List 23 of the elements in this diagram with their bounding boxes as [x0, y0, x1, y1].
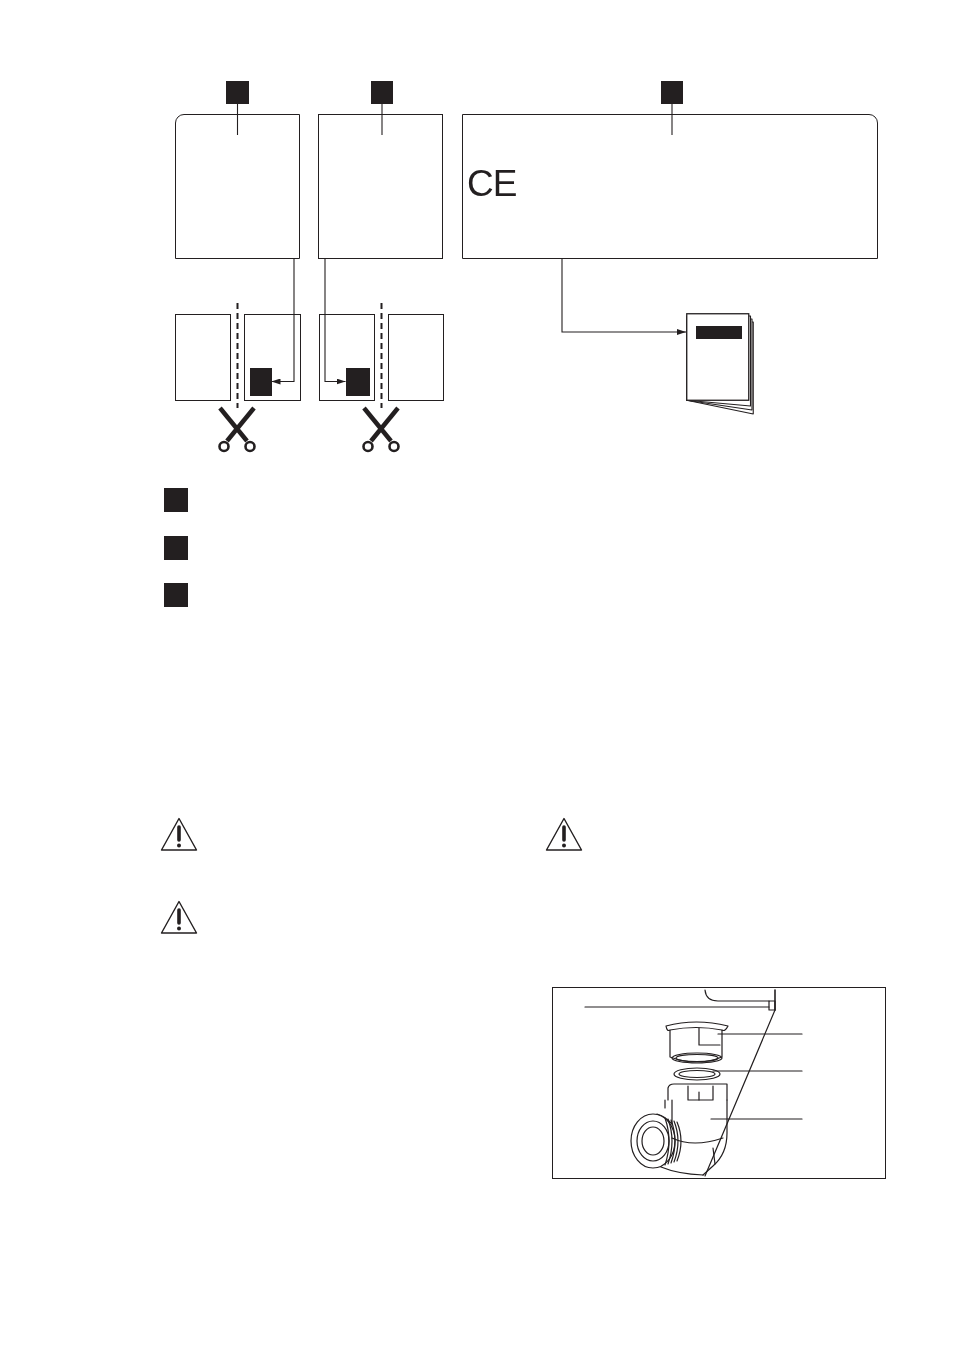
rating-plate [462, 114, 878, 259]
filled-square [345, 367, 370, 396]
callout-square [371, 81, 393, 104]
arrow [561, 258, 687, 335]
ce-mark: CE [467, 165, 517, 202]
label-plate [318, 114, 443, 259]
page [319, 314, 375, 401]
callout-square [164, 583, 188, 607]
callout-square [226, 81, 249, 104]
callout-square [661, 81, 683, 104]
leader-line [236, 103, 239, 136]
filled-square [249, 367, 272, 396]
callout-square [164, 536, 188, 560]
callout-square [164, 488, 188, 512]
leader-line [671, 103, 673, 136]
arrow [324, 258, 347, 385]
page [175, 314, 231, 401]
label-plate [175, 114, 300, 259]
leader-line [381, 103, 383, 136]
page [388, 314, 444, 401]
arrow [270, 258, 295, 385]
valve-fitting-illustration [552, 987, 886, 1179]
page [244, 314, 301, 401]
